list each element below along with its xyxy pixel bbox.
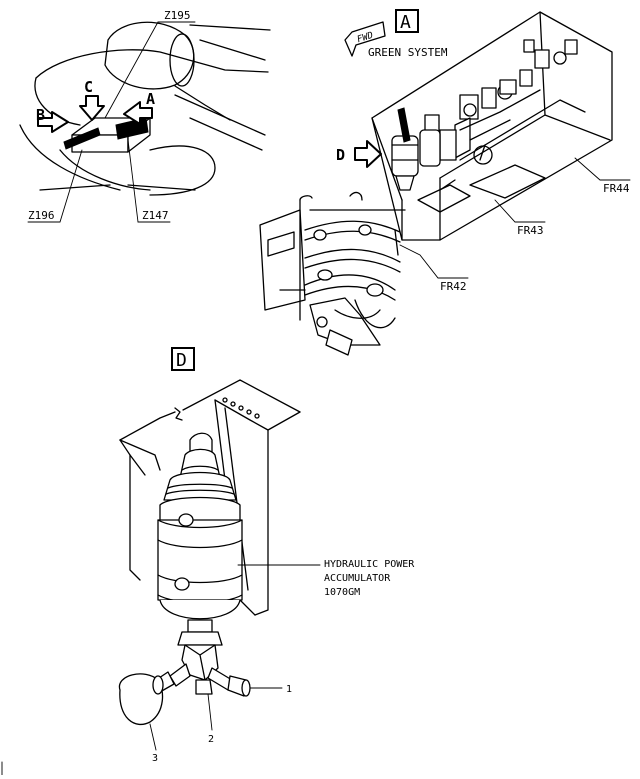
view-a-box-label: A [400,12,411,33]
green-system-label: GREEN SYSTEM [368,46,448,59]
view-d: D [118,347,415,764]
view-a-box [395,9,419,33]
view-d-box-label: D [176,350,187,371]
view-c-label: C [84,78,93,96]
aircraft-locator-view: B C A Z195 Z196 Z147 [19,9,271,223]
pipe-bundle [259,191,406,356]
callout-1: 1 [286,684,292,695]
zone-z147-label: Z147 [142,209,169,222]
callout-3: 3 [152,753,158,764]
view-a: FWD A GREEN SYSTEM [259,9,631,356]
fwd-label: FWD [356,31,375,46]
view-a-label: A [146,90,155,108]
accumulator-view-a [391,107,441,191]
green-system-components [424,39,578,191]
frame-fr43-label: FR43 [517,224,544,237]
zone-z196-label: Z196 [28,209,55,222]
hydraulic-power-accumulator [118,432,251,726]
view-d-label: D [336,146,345,164]
view-b-arrow [37,111,69,133]
view-d-box [171,347,195,371]
zone-z195-label: Z195 [164,9,191,22]
frame-fr42-label: FR42 [440,280,467,293]
component-fin-number: 1070GM [324,587,360,598]
fwd-arrow [344,21,386,57]
frame-fr44-label: FR44 [603,182,630,195]
view-b-label: B [36,106,45,124]
view-d-arrow [354,140,382,168]
callout-2: 2 [208,734,214,745]
view-c-arrow [79,95,105,121]
component-name-line1: HYDRAULIC POWER [324,559,415,570]
view-a-arrow [123,101,153,125]
component-name-line2: ACCUMULATOR [324,573,391,584]
